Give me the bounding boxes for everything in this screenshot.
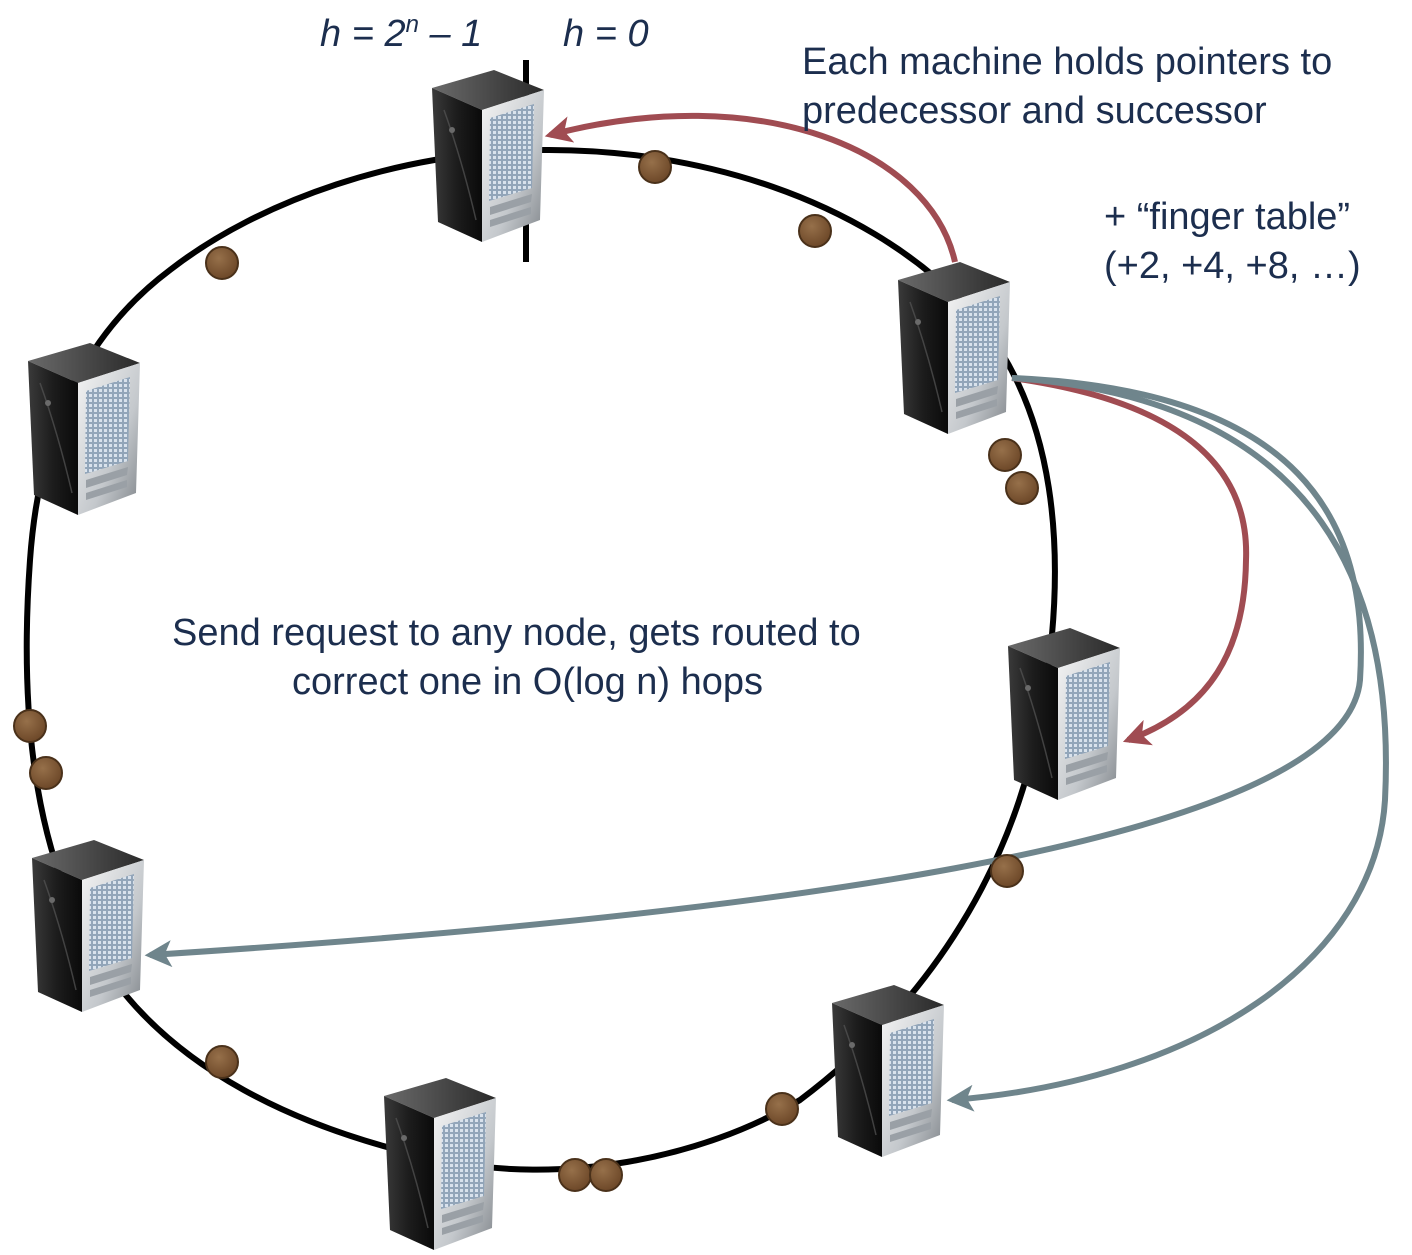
- key-dot: [988, 438, 1022, 472]
- predecessor-pointer-arrow: [544, 112, 958, 263]
- server-icon: [898, 262, 1010, 434]
- server-nodes: [28, 70, 1120, 1250]
- key-dot: [798, 214, 832, 248]
- key-dot: [990, 854, 1024, 888]
- finger-arrow-near: [946, 375, 1389, 1112]
- key-dot: [205, 1045, 239, 1079]
- key-dot: [638, 150, 672, 184]
- server-icon: [832, 985, 944, 1157]
- server-icon: [28, 343, 140, 515]
- finger-arrow-far: [144, 375, 1364, 968]
- hash-zero-label: h = 0: [563, 13, 649, 55]
- key-dot: [558, 1158, 592, 1192]
- successor-pointer-arrow: [1011, 375, 1250, 746]
- key-dot: [205, 246, 239, 280]
- key-dot: [765, 1092, 799, 1126]
- server-icon: [384, 1078, 496, 1250]
- key-dot: [589, 1158, 623, 1192]
- hash-max-label: h = 2n – 1: [320, 11, 483, 56]
- pointers-caption-line2: predecessor and successor: [802, 90, 1267, 132]
- finger-table-caption-line2: (+2, +4, +8, …): [1104, 245, 1361, 287]
- routing-caption-line2: correct one in O(log n) hops: [292, 661, 764, 703]
- server-icon: [432, 70, 544, 242]
- server-icon: [1008, 628, 1120, 800]
- key-dot: [29, 756, 63, 790]
- key-dot: [1005, 471, 1039, 505]
- routing-caption-line1: Send request to any node, gets routed to: [172, 612, 861, 654]
- key-dot: [13, 709, 47, 743]
- pointers-caption-line1: Each machine holds pointers to: [802, 41, 1333, 83]
- finger-table-caption-line1: + “finger table”: [1104, 196, 1351, 238]
- server-icon: [32, 840, 144, 1012]
- key-dots: [13, 150, 1039, 1192]
